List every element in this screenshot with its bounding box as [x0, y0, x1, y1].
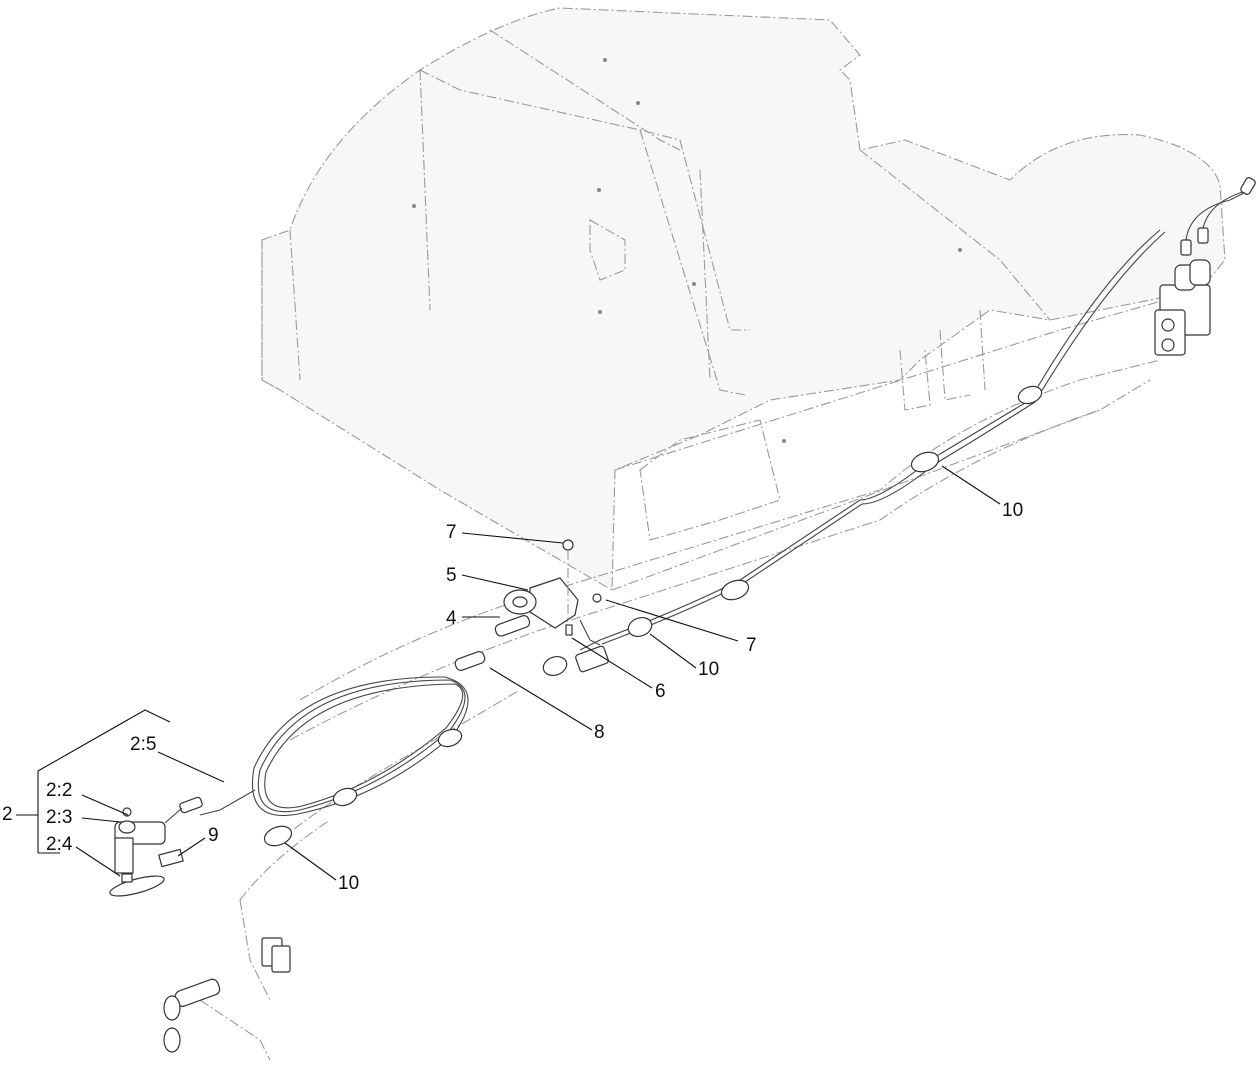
- callout-9: 9: [208, 825, 219, 846]
- switch-bracket-assembly: [454, 539, 609, 673]
- machine-body-outline: [199, 7, 1226, 1061]
- callout-4: 4: [446, 608, 457, 629]
- callout-2: 2: [2, 804, 13, 825]
- callout-5: 5: [446, 565, 457, 586]
- callout-7-upper: 7: [446, 522, 457, 543]
- callout-6: 6: [655, 681, 666, 702]
- callout-2-2: 2:2: [46, 780, 73, 801]
- callout-10-middle: 10: [698, 659, 720, 680]
- callout-leader-lines: [16, 465, 1001, 881]
- mounting-points: [412, 58, 962, 443]
- callout-8: 8: [594, 722, 605, 743]
- callout-10-lower: 10: [338, 873, 360, 894]
- seat-switch-assembly: [109, 796, 203, 897]
- cable-clamps: [263, 385, 1043, 847]
- callout-7-lower: 7: [746, 635, 757, 656]
- callout-2-4: 2:4: [46, 834, 73, 855]
- lower-connector: [163, 937, 291, 1053]
- callout-2-3: 2:3: [46, 807, 73, 828]
- hydraulic-valve-assembly: [1154, 177, 1256, 356]
- callout-2-5: 2:5: [130, 734, 157, 755]
- callout-10-right: 10: [1002, 500, 1024, 521]
